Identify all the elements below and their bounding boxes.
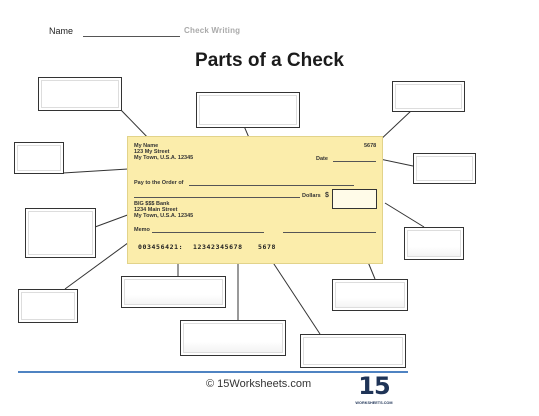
date-label: Date (316, 156, 328, 162)
worksheets-logo: 15 WORKSHEETS.COM (353, 372, 395, 412)
micr-check-number: 5678 (258, 243, 277, 251)
answer-box-date[interactable] (413, 153, 476, 184)
page-title: Parts of a Check (195, 50, 344, 71)
answer-box-pay-to[interactable] (196, 92, 300, 128)
bank-city: My Town, U.S.A. 12345 (134, 213, 194, 219)
logo-number: 15 (358, 372, 390, 400)
amount-box[interactable] (332, 189, 377, 209)
bank-street: 1234 Main Street (134, 207, 178, 213)
account-number: 12342345678 (193, 243, 243, 251)
routing-number: 003456421: (138, 243, 184, 251)
memo-line[interactable] (152, 232, 264, 233)
signature-line[interactable] (283, 232, 376, 233)
connector-memo (64, 236, 137, 290)
answer-box-name[interactable] (38, 77, 122, 111)
dollars-label: Dollars (302, 193, 321, 199)
payer-city: My Town, U.S.A. 12345 (134, 155, 194, 161)
answer-box-signature[interactable] (332, 279, 408, 311)
pay-to-line[interactable] (189, 185, 354, 186)
connector-amount (384, 202, 425, 228)
answer-box-account[interactable] (180, 320, 286, 356)
dollar-sign: $ (325, 192, 329, 199)
payer-name: My Name (134, 143, 159, 149)
check: My Name 123 My Street My Town, U.S.A. 12… (127, 136, 383, 264)
payer-street: 123 My Street (134, 149, 170, 155)
written-amount-line[interactable] (134, 197, 300, 198)
answer-box-check-number-bottom[interactable] (300, 334, 406, 368)
subject-label: Check Writing (184, 26, 241, 35)
answer-box-address[interactable] (14, 142, 64, 174)
memo-label: Memo (134, 227, 150, 233)
bank-name: BIG $$$ Bank (134, 201, 170, 207)
name-line[interactable] (83, 36, 180, 37)
name-label: Name (49, 26, 74, 36)
connector-signature (367, 261, 376, 280)
answer-box-routing[interactable] (121, 276, 226, 308)
answer-box-amount[interactable] (404, 227, 464, 260)
footer-rule (18, 371, 408, 373)
date-line[interactable] (333, 161, 376, 162)
check-number: 5678 (364, 143, 377, 149)
copyright-text: © 15Worksheets.com (206, 378, 312, 390)
connector-address (62, 168, 130, 174)
answer-box-check-number[interactable] (392, 81, 465, 112)
answer-box-bank[interactable] (25, 208, 96, 258)
logo-text: WORKSHEETS.COM (355, 401, 393, 405)
answer-box-memo[interactable] (18, 289, 78, 323)
connector-check-number (269, 257, 321, 335)
pay-to-label: Pay to the Order of (134, 180, 184, 186)
